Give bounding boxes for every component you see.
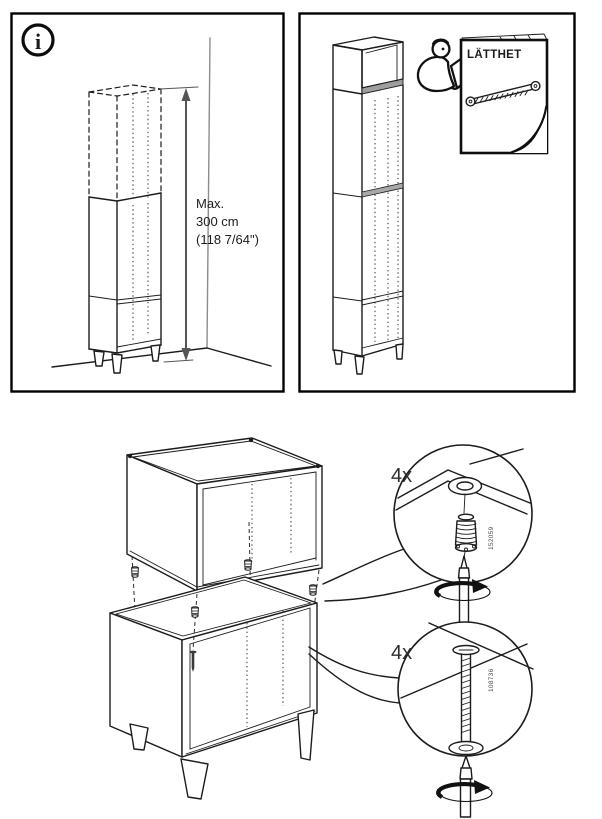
cabinet-leg	[150, 344, 161, 362]
cabinet-leg	[129, 723, 149, 751]
cam-bolt-dot	[248, 437, 254, 443]
cabinet-leg	[297, 709, 315, 761]
info-icon-glyph: i	[35, 29, 41, 54]
info-panel-border	[10, 12, 285, 393]
cabinet-leg	[111, 353, 123, 374]
wall-floor-lines	[51, 37, 272, 368]
manual-panel-border	[298, 12, 576, 393]
tall-cabinet-drawing	[332, 36, 404, 375]
quantity-label-bottom: 4x	[391, 642, 412, 664]
callout-top: 152059	[393, 444, 533, 584]
info-icon: i	[21, 23, 55, 57]
dashed-extension-box	[88, 84, 162, 202]
cabinet-leg	[354, 355, 365, 375]
top-cabinet-frame	[126, 437, 323, 592]
connector-position-4	[189, 593, 199, 672]
bottom-cabinet-frame	[109, 576, 318, 800]
connector-position-1	[131, 555, 143, 649]
stacking-diagram: 152059	[109, 437, 534, 818]
connector-position-2	[244, 521, 254, 613]
callout-bottom: 108736	[397, 621, 534, 757]
shelf-band	[361, 182, 404, 198]
height-dimension-arrow	[159, 86, 199, 363]
cabinet-leg	[333, 349, 343, 365]
cam-bolt-dot	[315, 463, 321, 469]
manual-panel: LÄTTHET	[298, 12, 576, 393]
cabinet-leg	[93, 350, 105, 367]
quantity-label-top: 4x	[391, 465, 412, 487]
max-height-cabinet-drawing	[88, 84, 162, 374]
cabinet-leg	[395, 343, 404, 360]
booklet-title: LÄTTHET	[467, 48, 521, 61]
screwdriver-icon-bottom	[438, 755, 492, 818]
metal-insert-drawing	[454, 513, 478, 553]
latthet-booklet: LÄTTHET	[459, 33, 549, 155]
top-unit-front-face	[332, 44, 363, 95]
max-note-line1: Max.	[196, 196, 224, 211]
part-number-bottom: 108736	[488, 668, 495, 692]
cabinet-leg	[180, 758, 209, 800]
max-height-note: Max. 300 cm (118 7/64")	[196, 196, 259, 247]
screwdriver-icon-top	[436, 551, 490, 624]
screw-drawing	[448, 644, 484, 756]
booklet-page-curl	[510, 105, 548, 154]
part-number-top: 152059	[488, 526, 495, 550]
callout-leader-lines	[308, 548, 442, 704]
max-note-line2: 300 cm	[196, 214, 239, 229]
suspension-rail-icon	[465, 80, 541, 107]
max-note-line3: (118 7/64")	[196, 232, 259, 247]
info-panel: i	[10, 12, 285, 393]
cam-bolt-dot	[127, 453, 133, 459]
